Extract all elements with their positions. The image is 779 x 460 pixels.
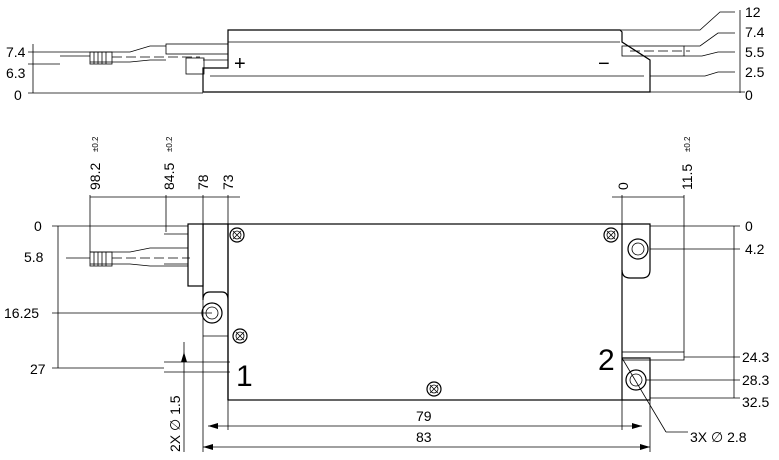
right-dim-32-5: 32.5: [742, 394, 769, 410]
top-dim-84-5: 84.5: [161, 163, 177, 190]
screw-top-right: [603, 227, 619, 243]
right-dim-24-3: 24.3: [742, 349, 769, 365]
side-left-terminal-block: [185, 57, 205, 75]
leader: [620, 11, 735, 31]
side-cable: [90, 45, 166, 63]
left-dim-27: 27: [30, 361, 46, 377]
top-dim-98-2-tol: ±0.2: [91, 136, 100, 152]
side-right-terminal: [621, 45, 685, 57]
side-right-dim-12: 12: [745, 4, 761, 20]
side-right-dim-7-4: 7.4: [745, 24, 765, 40]
right-end-cap-top: [621, 223, 651, 279]
top-cable: [90, 247, 188, 267]
side-view: + − 7.4 6.3 0 12 7.4 5.5 2.5 0: [6, 4, 765, 103]
screw-bottom-center: [426, 381, 442, 397]
top-view: 98.2 ±0.2 84.5 ±0.2 78 73 0 11.5 ±0.2 0 …: [4, 136, 769, 452]
side-right-dim-5-5: 5.5: [745, 44, 765, 60]
right-dim-4-2: 4.2: [745, 241, 765, 257]
mount-hole-top-right: [627, 238, 649, 260]
hole-callout-1-5: 2X ∅ 1.5: [167, 395, 183, 452]
hole-callout-2-8: 3X ∅ 2.8: [690, 429, 747, 445]
leader: [684, 32, 735, 47]
side-left-dim-7-4: 7.4: [6, 44, 26, 60]
leader: [684, 51, 735, 57]
leader: [650, 71, 735, 77]
right-dim-28-3: 28.3: [742, 372, 769, 388]
left-end-cap: [202, 223, 229, 400]
top-dim-11-5: 11.5: [679, 164, 695, 190]
top-view-body: [227, 223, 623, 401]
left-dim-0: 0: [34, 218, 42, 234]
side-right-dim-0: 0: [745, 87, 753, 103]
bottom-dim-83: 83: [416, 429, 432, 445]
right-dim-0: 0: [745, 218, 753, 234]
leader: [621, 357, 667, 433]
top-dim-84-5-tol: ±0.2: [165, 136, 174, 152]
screw-top-left: [229, 227, 245, 243]
left-dim-16-25: 16.25: [4, 305, 39, 321]
right-terminal-tab: [621, 351, 685, 361]
arrowheads: [181, 352, 187, 362]
terminal-1-label: 1: [236, 360, 253, 393]
top-dim-98-2: 98.2: [87, 163, 103, 190]
side-left-dim-0: 0: [14, 87, 22, 103]
side-left-terminal: [165, 43, 229, 55]
right-end-cap-bottom: [622, 357, 651, 401]
top-dim-11-5-tol: ±0.2: [683, 136, 692, 152]
top-dim-0: 0: [615, 182, 631, 190]
side-left-dim-6-3: 6.3: [6, 65, 26, 81]
left-terminal-block: [187, 223, 204, 287]
minus-symbol: −: [598, 53, 610, 75]
mount-hole-bottom-right: [625, 369, 647, 391]
screw-mid-left: [232, 328, 248, 344]
left-dim-5-8: 5.8: [24, 249, 44, 265]
bottom-dim-79: 79: [416, 408, 432, 424]
top-dim-78: 78: [195, 174, 211, 190]
side-view-body: [202, 29, 651, 93]
terminal-2-label: 2: [598, 344, 615, 377]
side-cable-crimp: [89, 51, 113, 65]
plus-symbol: +: [234, 53, 246, 75]
top-dim-73: 73: [220, 174, 236, 190]
top-cable-crimp: [89, 251, 113, 267]
side-right-dim-2-5: 2.5: [745, 64, 765, 80]
